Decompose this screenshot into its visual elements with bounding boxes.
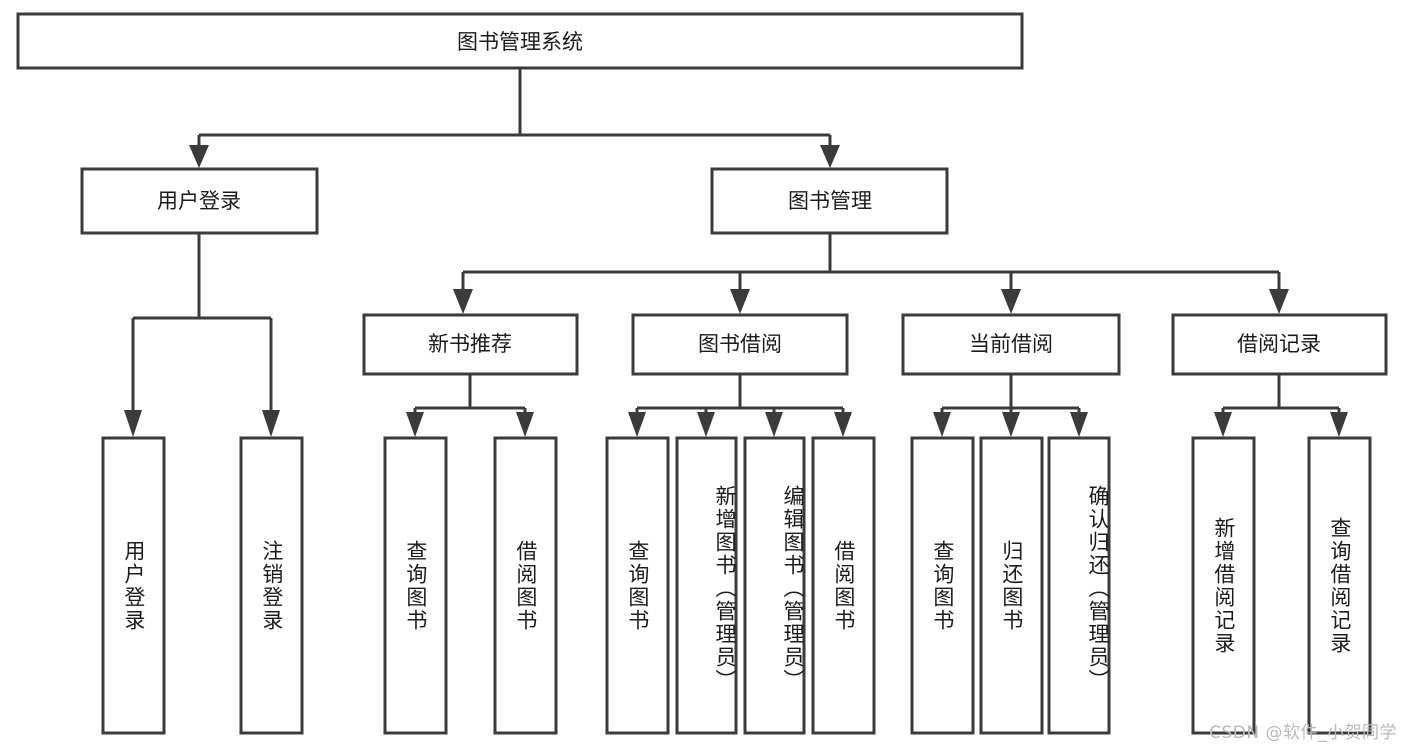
node-root-book-management-system[interactable]: [16, 12, 1024, 70]
arrow-records-leaf-1: [1214, 412, 1232, 437]
node-leaf-records-add[interactable]: [1191, 436, 1256, 735]
node-leaf-user-login-logout[interactable]: [239, 436, 304, 735]
arrow-new-books-leaf-1: [406, 412, 424, 437]
node-new-book-recommend[interactable]: [362, 313, 579, 376]
arrow-root-to-user-login: [189, 145, 209, 168]
node-leaf-borrow-add[interactable]: [675, 436, 738, 735]
arrow-root-to-book-mgmt: [820, 145, 840, 168]
node-borrow-records-label: 借阅记录: [1237, 332, 1321, 356]
arrow-book-mgmt-to-current: [1001, 289, 1021, 314]
arrow-user-login-leaf-2: [262, 410, 280, 437]
node-leaf-borrow-lend[interactable]: [811, 436, 876, 735]
arrow-current-leaf-2: [1002, 412, 1020, 437]
arrow-borrow-leaf-3: [765, 412, 783, 437]
arrow-current-leaf-1: [933, 412, 951, 437]
arrow-new-books-leaf-2: [516, 412, 534, 437]
node-book-management[interactable]: [710, 167, 949, 235]
node-leaf-new-books-borrow[interactable]: [493, 436, 558, 735]
node-book-borrow-label: 图书借阅: [698, 332, 782, 356]
node-leaf-records-query[interactable]: [1307, 436, 1372, 735]
arrow-book-mgmt-to-new-books: [453, 289, 473, 314]
arrow-borrow-leaf-2: [697, 412, 715, 437]
arrow-book-mgmt-to-records: [1269, 289, 1289, 314]
arrow-current-leaf-3: [1070, 412, 1088, 437]
node-user-login[interactable]: [80, 167, 319, 235]
node-user-login-label: 用户登录: [157, 189, 241, 213]
csdn-watermark: CSDN @软件_小贺同学: [1209, 723, 1397, 743]
node-new-book-recommend-label: 新书推荐: [428, 332, 512, 356]
node-leaf-borrow-edit[interactable]: [743, 436, 806, 735]
node-borrow-records[interactable]: [1171, 313, 1388, 376]
arrow-borrow-leaf-1: [628, 412, 646, 437]
node-leaf-current-confirm-return[interactable]: [1047, 436, 1111, 735]
connector-layer: [124, 68, 1348, 437]
arrow-borrow-leaf-4: [834, 412, 852, 437]
arrow-user-login-leaf-1: [124, 410, 142, 437]
node-book-management-label: 图书管理: [788, 189, 872, 213]
arrow-records-leaf-2: [1330, 412, 1348, 437]
arrow-book-mgmt-to-borrow: [730, 289, 750, 314]
node-current-borrow[interactable]: [901, 313, 1121, 376]
node-leaf-borrow-query[interactable]: [605, 436, 670, 735]
node-current-borrow-label: 当前借阅: [969, 332, 1053, 356]
node-leaf-current-query[interactable]: [910, 436, 975, 735]
node-leaf-user-login-login[interactable]: [101, 436, 166, 735]
node-root-label: 图书管理系统: [457, 30, 583, 54]
node-layer: 图书管理系统 用户登录 图书管理 新书推荐 图书借阅 当前借阅 借阅记录: [16, 12, 1388, 735]
node-leaf-new-books-query[interactable]: [383, 436, 448, 735]
node-leaf-current-return[interactable]: [979, 436, 1044, 735]
node-book-borrow[interactable]: [631, 313, 849, 376]
